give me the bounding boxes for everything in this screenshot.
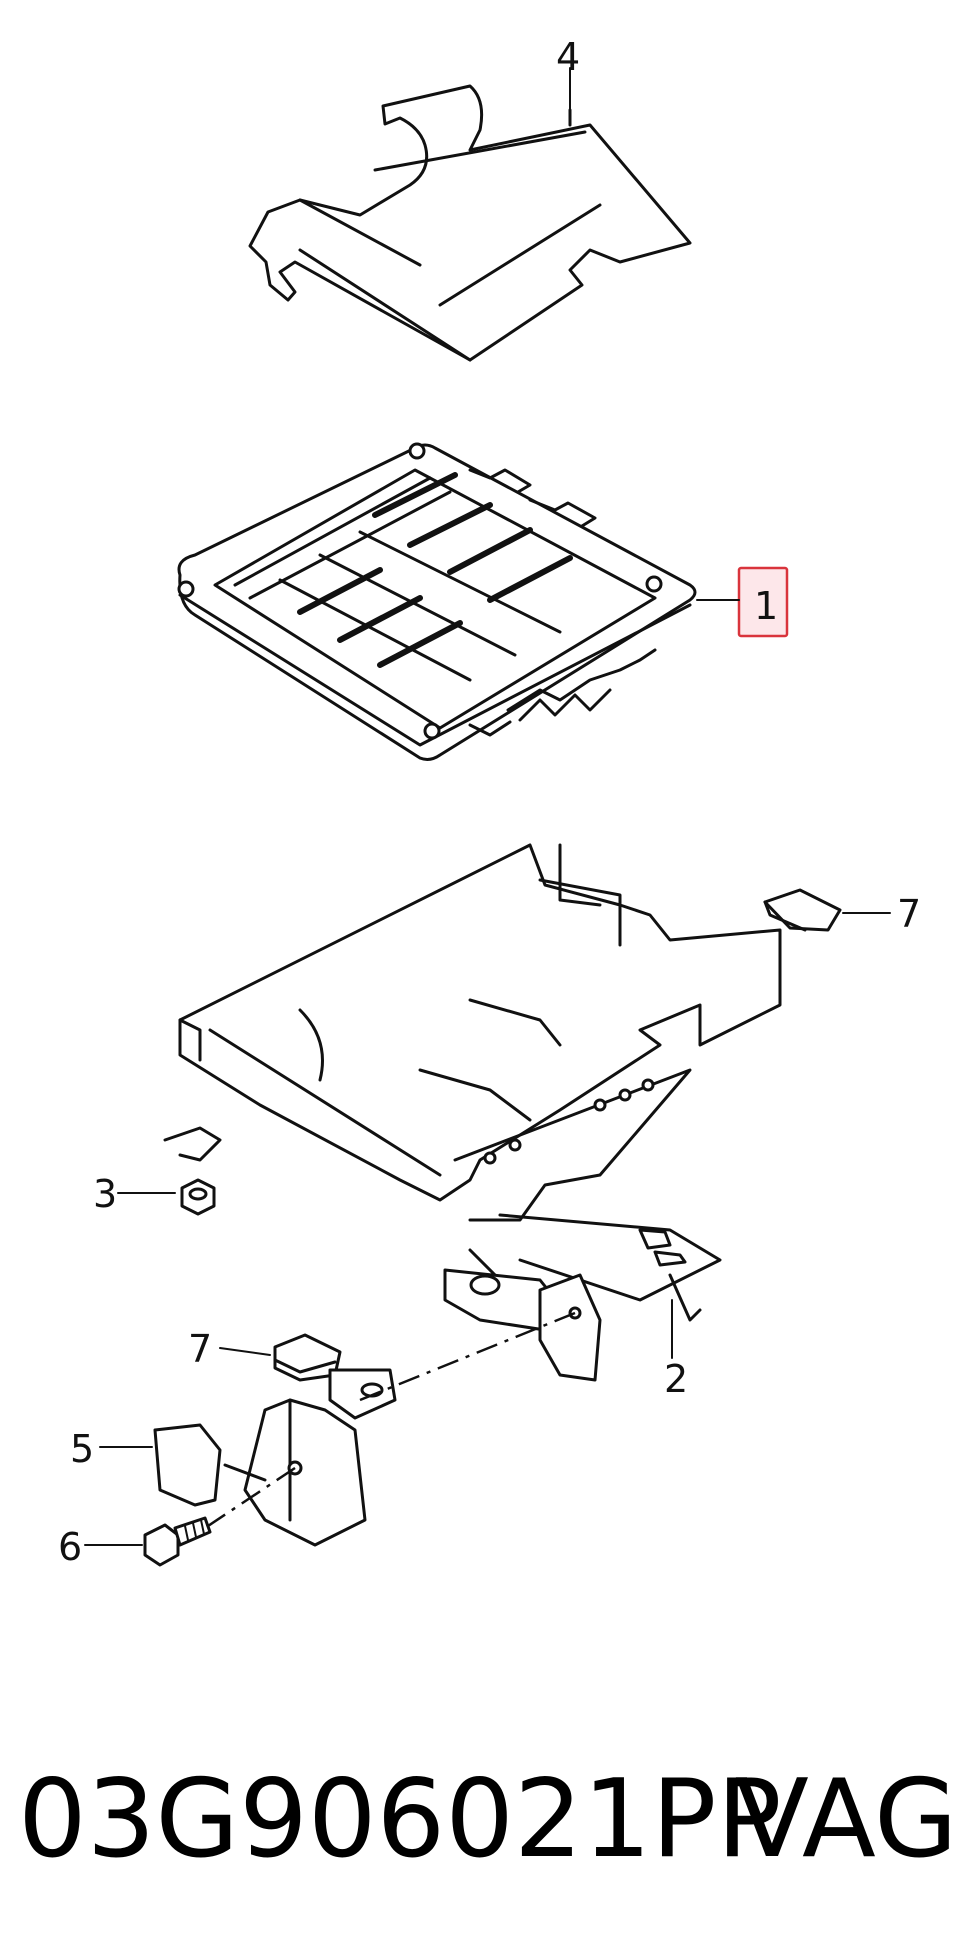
callout-2: 2 <box>664 1357 688 1401</box>
leader-lines <box>84 67 891 1546</box>
assembly-line-bolt <box>204 1466 296 1530</box>
callout-1: 1 <box>754 584 778 628</box>
part-7-pad-upper <box>763 888 842 932</box>
part-1-ecu <box>177 442 697 761</box>
callout-7-lower: 7 <box>188 1327 212 1371</box>
caption: 03G906021PP VAG <box>0 1745 957 1895</box>
part-3-nut <box>163 1126 222 1216</box>
callout-3: 3 <box>93 1172 117 1216</box>
relay-housing <box>223 1368 397 1547</box>
part-6-bolt <box>143 1516 212 1567</box>
callout-5: 5 <box>70 1427 94 1471</box>
part-2-bracket <box>178 843 782 1382</box>
callout-7-upper: 7 <box>897 892 921 936</box>
brand-label: VAG <box>735 1757 957 1882</box>
part-number: 03G906021PP <box>18 1757 782 1882</box>
callout-6: 6 <box>58 1525 82 1569</box>
part-5-sheet <box>153 1423 222 1507</box>
part-4-cover <box>248 84 692 362</box>
callout-1-highlight <box>737 566 789 638</box>
callout-4: 4 <box>556 35 580 79</box>
assembly-line-bracket <box>359 1311 576 1402</box>
